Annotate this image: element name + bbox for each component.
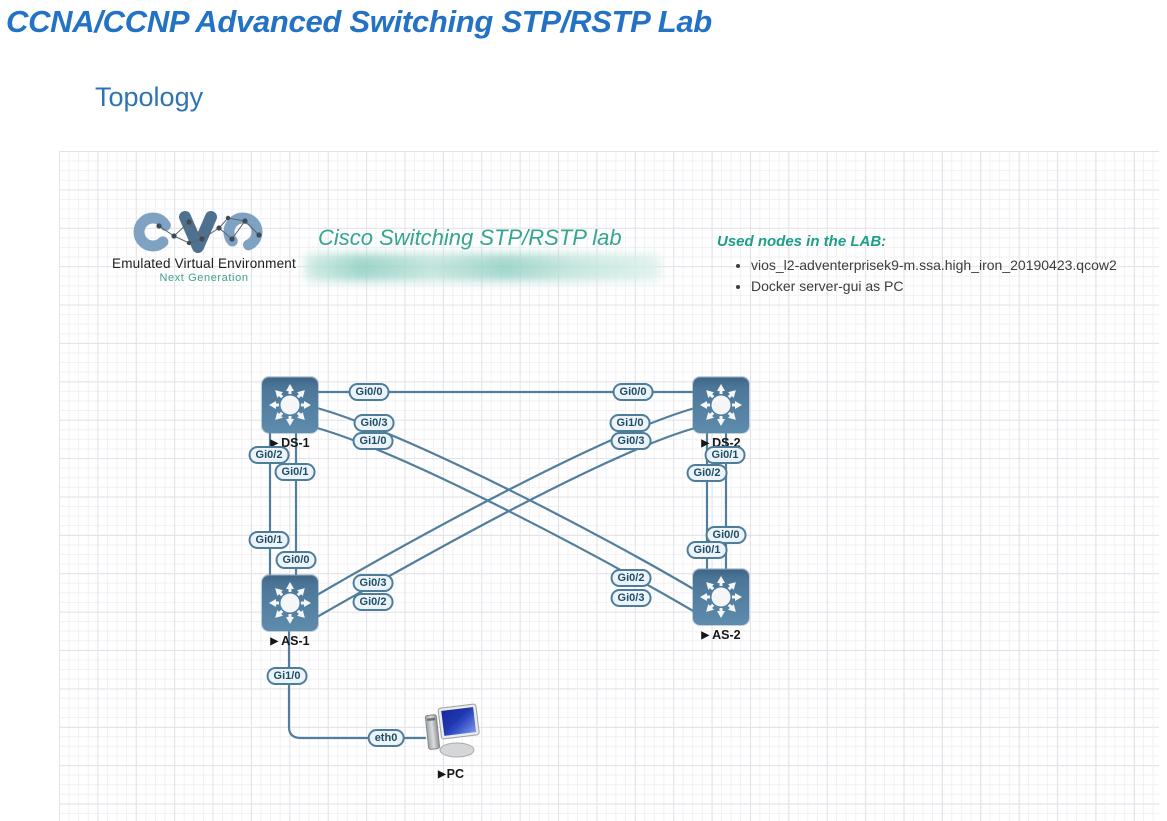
link-as1-pc: [287, 627, 427, 740]
switch-icon: [262, 575, 318, 631]
if-label-ds1-gi0-3: Gi0/3: [353, 414, 395, 432]
if-label-as2-gi0-3: Gi0/3: [610, 589, 652, 607]
node-label-ds1: ▶DS-1: [262, 436, 318, 450]
topology-links: [268, 390, 728, 740]
if-label-ds2-gi0-1: Gi0/1: [704, 446, 746, 464]
node-as2: ▶AS-2: [693, 569, 749, 642]
if-label-ds1-gi0-0: Gi0/0: [348, 383, 390, 401]
switch-icon: [693, 569, 749, 625]
lab-title: Cisco Switching STP/RSTP lab: [318, 225, 622, 250]
pc-icon: [424, 703, 480, 758]
node-label-as1: ▶AS-1: [262, 634, 318, 648]
if-label-as1-gi0-0: Gi0/0: [275, 551, 317, 569]
used-nodes-item: Docker server-gui as PC: [751, 276, 1157, 297]
if-label-as1-gi0-3: Gi0/3: [352, 574, 394, 592]
node-marker: ▶: [437, 769, 446, 780]
if-label-ds1-gi0-1: Gi0/1: [274, 463, 316, 481]
if-label-as2-gi0-2: Gi0/2: [610, 569, 652, 587]
switch-icon: [262, 377, 318, 433]
if-label-pc-eth0: eth0: [367, 729, 405, 747]
used-nodes-item: vios_l2-adventerprisek9-m.ssa.high_iron_…: [751, 255, 1157, 276]
node-label-text: DS-1: [281, 436, 310, 450]
node-label-text: AS-2: [712, 628, 741, 642]
if-label-as1-gi0-1: Gi0/1: [248, 531, 290, 549]
if-label-as1-gi1-0: Gi1/0: [266, 667, 308, 685]
if-label-ds1-gi1-0: Gi1/0: [352, 432, 394, 450]
if-label-ds2-gi0-3: Gi0/3: [610, 432, 652, 450]
node-label-text: AS-1: [281, 634, 310, 648]
used-nodes-list: vios_l2-adventerprisek9-m.ssa.high_iron_…: [717, 255, 1157, 297]
eve-logo-line2: Next Generation: [159, 272, 249, 284]
if-label-ds2-gi0-0: Gi0/0: [612, 383, 654, 401]
redacted-text-blur: [305, 254, 661, 281]
node-pc: ▶PC: [421, 702, 481, 781]
eve-logo-line1: Emulated Virtual Environment: [112, 256, 296, 271]
node-label-text: PC: [446, 767, 465, 781]
node-ds2: ▶DS-2: [693, 377, 749, 450]
link-ds2-as1-upper: [315, 406, 697, 597]
page-title: CCNA/CCNP Advanced Switching STP/RSTP La…: [6, 4, 712, 39]
eve-logo-icon: [133, 211, 263, 253]
used-nodes-heading: Used nodes in the LAB:: [717, 233, 887, 250]
node-as1: ▶AS-1: [262, 575, 318, 648]
node-ds1: ▶DS-1: [262, 377, 318, 450]
eve-logo: Emulated Virtual Environment Next Genera…: [96, 209, 312, 284]
node-marker: ▶: [701, 630, 710, 641]
if-label-ds1-gi0-2: Gi0/2: [248, 446, 290, 464]
node-marker: ▶: [270, 636, 279, 647]
if-label-ds2-gi1-0: Gi1/0: [609, 414, 651, 432]
if-label-as1-gi0-2: Gi0/2: [352, 593, 394, 611]
switch-icon: [693, 377, 749, 433]
node-label-as2: ▶AS-2: [693, 628, 749, 642]
if-label-as2-gi0-1: Gi0/1: [686, 541, 728, 559]
section-heading-topology: Topology: [95, 82, 204, 112]
used-nodes-block: Used nodes in the LAB: vios_l2-adventerp…: [717, 233, 1157, 297]
if-label-ds2-gi0-2: Gi0/2: [686, 464, 728, 482]
node-marker: ▶: [701, 438, 710, 449]
node-marker: ▶: [270, 438, 279, 449]
topology-diagram-canvas: Emulated Virtual Environment Next Genera…: [59, 151, 1159, 821]
if-label-as2-gi0-0: Gi0/0: [705, 526, 747, 544]
node-label-pc: ▶PC: [421, 767, 481, 781]
